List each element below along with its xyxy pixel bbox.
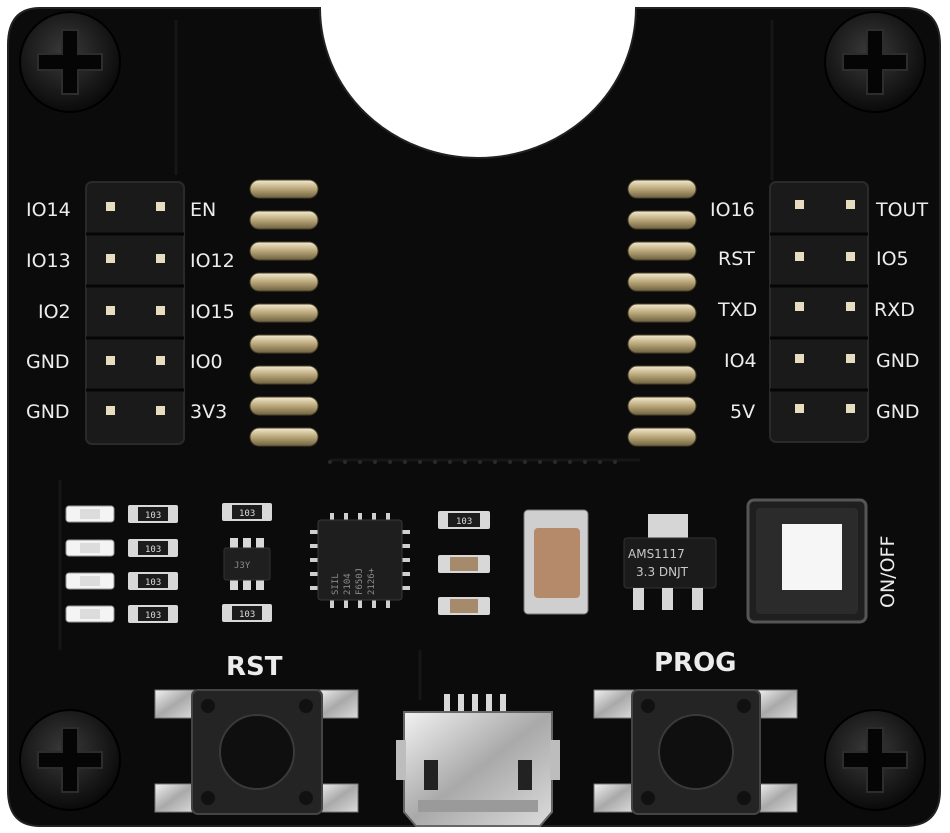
pin-label: TXD	[717, 299, 757, 321]
chip-marking: 3.3 DNJT	[636, 565, 689, 579]
chip-marking: F650J	[355, 568, 365, 595]
left-header-labels: IO14 IO13 IO2 GND GND EN IO12 IO15 IO0 3…	[26, 199, 235, 423]
pin-label: IO0	[190, 351, 223, 373]
pin-label: IO15	[190, 301, 235, 323]
right-pin-header	[769, 181, 869, 443]
chip-marking: 2104	[343, 573, 353, 595]
pin-label: GND	[26, 401, 70, 423]
pin-label: GND	[26, 351, 70, 373]
pin-label: IO12	[190, 250, 235, 272]
pin-label: IO2	[38, 301, 71, 323]
pin-label: IO4	[724, 350, 757, 372]
prog-button[interactable]	[593, 689, 798, 815]
pin-label: RST	[718, 248, 755, 270]
prog-label: PROG	[654, 648, 737, 678]
transistor-block: 103 J3Y 103	[222, 503, 272, 622]
power-switch[interactable]	[746, 498, 868, 624]
via-row	[328, 460, 617, 464]
resistor-code: 103	[145, 511, 161, 521]
chip-marking: SIIL	[331, 573, 341, 595]
resistor-code: 103	[456, 517, 472, 527]
left-pin-header	[85, 181, 185, 445]
resistor-code: 103	[239, 610, 255, 620]
pin-label: 3V3	[190, 401, 227, 423]
pin-label: GND	[876, 350, 920, 372]
pin-label: IO5	[876, 248, 909, 270]
pcb-traces	[58, 20, 774, 700]
passive-components: 103	[438, 511, 490, 615]
pin-label: RXD	[874, 299, 915, 321]
status-leds	[65, 505, 115, 623]
right-header-labels: IO16 RST TXD IO4 5V TOUT IO5 RXD GND GND	[710, 199, 928, 423]
pin-label: TOUT	[875, 199, 928, 221]
switch-label: ON/OFF	[877, 536, 899, 608]
usb-uart-chip: SIIL 2104 F650J 2126+	[310, 513, 410, 608]
resistor-code: 103	[239, 509, 255, 519]
transistor-marking: J3Y	[234, 561, 251, 571]
chip-marking: 2126+	[367, 567, 377, 595]
pin-label: 5V	[730, 401, 755, 423]
pin-label: GND	[876, 401, 920, 423]
screw-icon	[19, 709, 121, 811]
resistor-code: 103	[145, 578, 161, 588]
rst-button[interactable]	[154, 689, 359, 815]
right-pogo-contacts	[627, 179, 697, 447]
capacitor	[523, 509, 589, 615]
resistor-array: 103 103 103 103	[128, 505, 178, 623]
pin-label: EN	[190, 199, 216, 221]
pin-label: IO13	[26, 250, 71, 272]
resistor-code: 103	[145, 545, 161, 555]
screw-icon	[824, 709, 926, 811]
chip-marking: AMS1117	[628, 547, 685, 561]
left-pogo-contacts	[249, 179, 319, 447]
resistor-code: 103	[145, 611, 161, 621]
voltage-regulator: AMS1117 3.3 DNJT	[623, 514, 717, 610]
rst-label: RST	[226, 652, 283, 682]
screw-icon	[824, 11, 926, 113]
screw-icon	[19, 11, 121, 113]
pin-label: IO14	[26, 199, 71, 221]
pin-label: IO16	[710, 199, 755, 221]
micro-usb-port[interactable]	[396, 694, 560, 827]
